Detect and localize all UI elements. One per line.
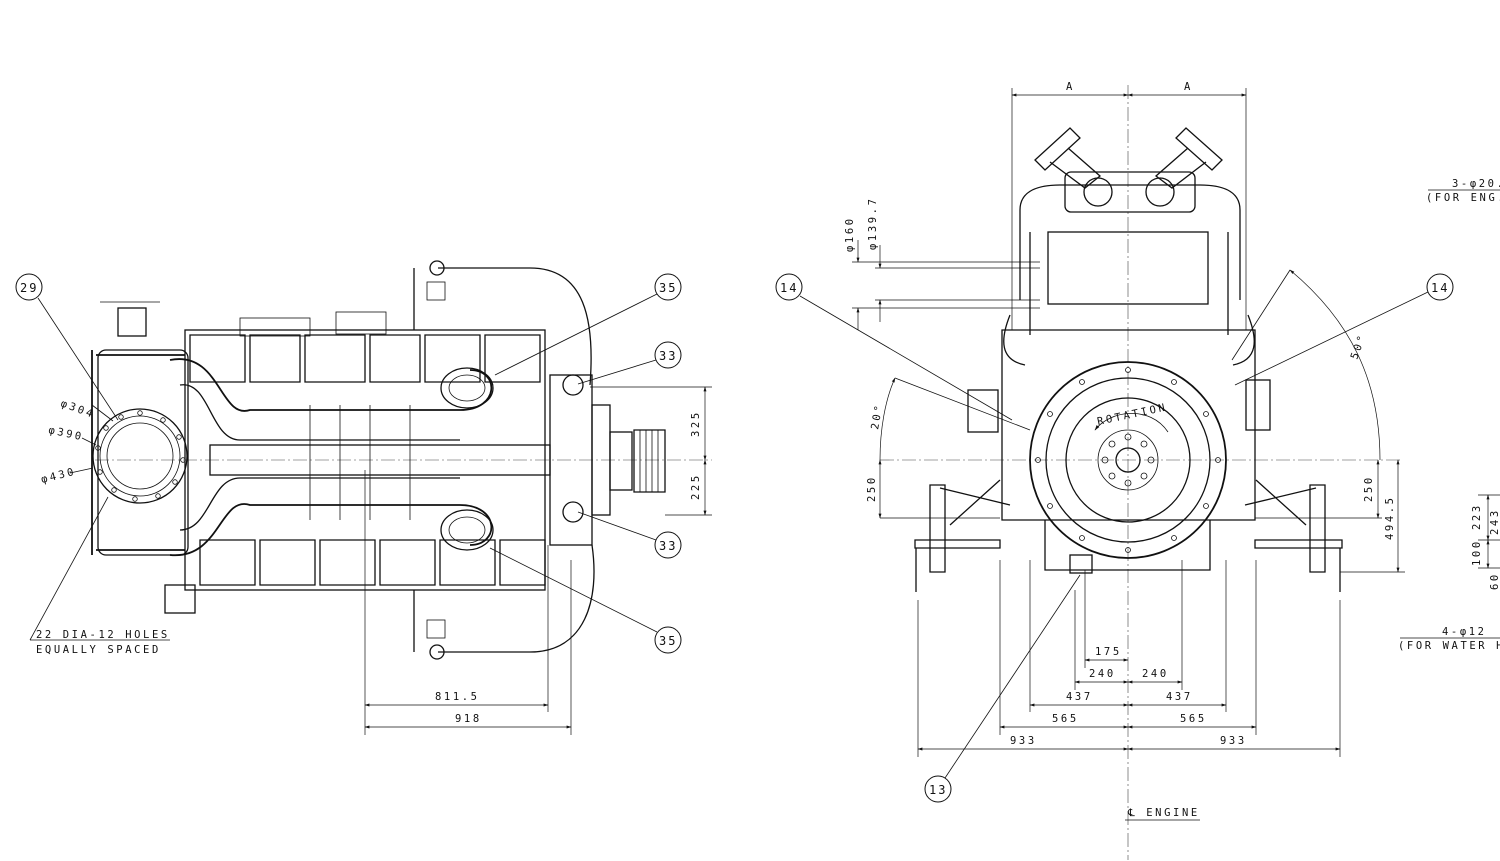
heater-holes-note: 4-φ12 <box>1442 626 1487 638</box>
balloon-29: 29 <box>15 273 43 301</box>
angle-20: 20° <box>869 402 885 430</box>
dim-225: 225 <box>690 473 702 500</box>
dim-933-left: 933 <box>1010 735 1037 747</box>
flange-dia-390: φ390 <box>47 424 84 443</box>
svg-text:33: 33 <box>659 539 677 553</box>
balloon-14-right: 14 <box>1426 273 1454 301</box>
dim-565-left: 565 <box>1052 713 1079 725</box>
svg-text:33: 33 <box>659 349 677 363</box>
dim-175: 175 <box>1095 646 1122 658</box>
dim-60: 60 <box>1489 572 1500 590</box>
dim-250-right: 250 <box>1363 475 1375 502</box>
dim-437-left: 437 <box>1066 691 1093 703</box>
flange-dia-304: φ304 <box>59 398 97 421</box>
exhaust-flange <box>91 349 189 556</box>
holes-note-line1: 22 DIA-12 HOLES <box>36 629 170 641</box>
angle-50: 50° <box>1349 332 1369 361</box>
svg-text:13: 13 <box>929 783 947 797</box>
balloon-14-left: 14 <box>775 273 803 301</box>
mount-holes-note: 3-φ20.5 <box>1452 178 1500 190</box>
side-view <box>29 260 712 735</box>
svg-text:14: 14 <box>1431 281 1449 295</box>
dim-phi-160: φ160 <box>844 216 856 252</box>
dim-243: 243 <box>1489 508 1500 535</box>
balloon-33-bottom: 33 <box>654 531 682 559</box>
svg-text:29: 29 <box>20 281 38 295</box>
balloon-13: 13 <box>924 775 952 803</box>
engine-centerline-label: ℄ ENGINE <box>1127 807 1200 819</box>
dim-811-5: 811.5 <box>435 691 480 703</box>
rotation-label: ROTATION <box>1096 401 1168 428</box>
svg-text:14: 14 <box>780 281 798 295</box>
balloon-35-bottom: 35 <box>654 626 682 654</box>
svg-text:35: 35 <box>659 634 677 648</box>
dim-325: 325 <box>690 410 702 437</box>
dim-240-left: 240 <box>1089 668 1116 680</box>
svg-text:35: 35 <box>659 281 677 295</box>
holes-note-line2: EQUALLY SPACED <box>36 644 161 656</box>
flange-dia-430: φ430 <box>40 466 78 486</box>
heater-holes-purpose: (FOR WATER HEAT <box>1398 640 1500 652</box>
dim-933-right: 933 <box>1220 735 1247 747</box>
dim-250-left: 250 <box>866 475 878 502</box>
balloon-33-top: 33 <box>654 341 682 369</box>
balloon-35-top: 35 <box>654 273 682 301</box>
front-view <box>799 85 1500 860</box>
dim-437-right: 437 <box>1166 691 1193 703</box>
dim-240-right: 240 <box>1142 668 1169 680</box>
flywheel-bolt-pattern <box>1101 433 1155 487</box>
dim-a-left: A <box>1066 81 1075 93</box>
dim-494-5: 494.5 <box>1384 495 1396 540</box>
dim-a-right: A <box>1184 81 1193 93</box>
dim-phi-139-7: φ139.7 <box>867 196 879 250</box>
dim-918: 918 <box>455 713 482 725</box>
dim-223: 223 <box>1471 503 1483 530</box>
dim-565-right: 565 <box>1180 713 1207 725</box>
mount-holes-purpose: (FOR ENG.MC <box>1426 192 1500 204</box>
dim-100: 100 <box>1471 539 1483 566</box>
